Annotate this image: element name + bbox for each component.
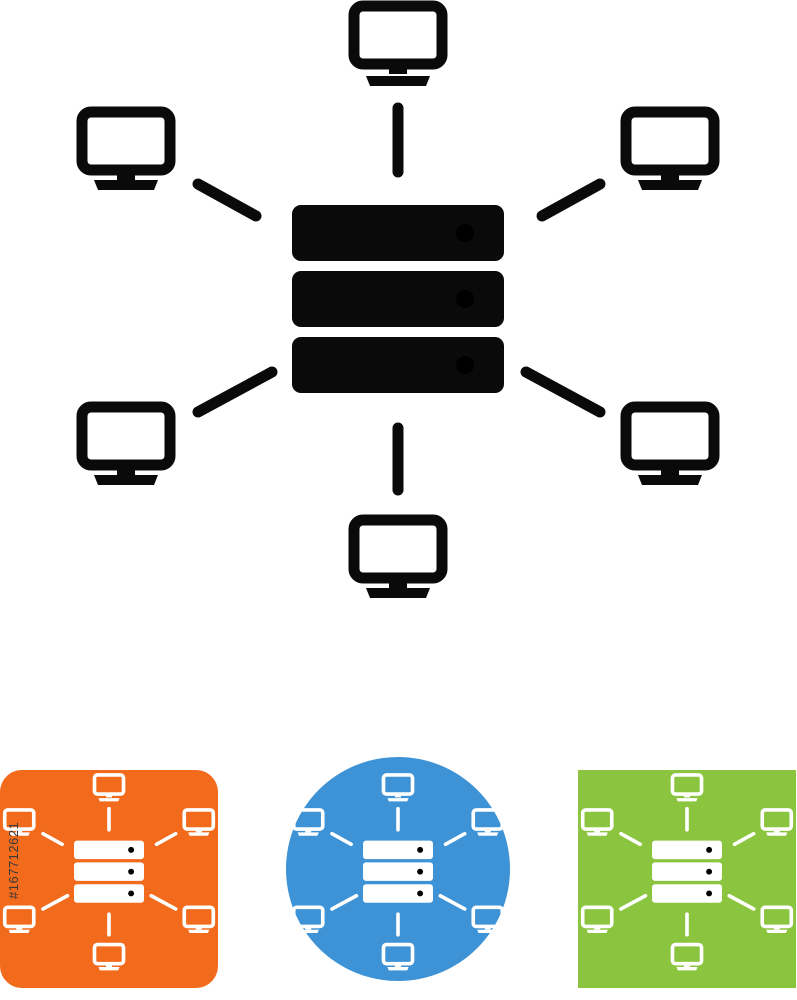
server-network-icon [82,6,714,598]
stock-id-label: #167712621 [6,821,21,899]
